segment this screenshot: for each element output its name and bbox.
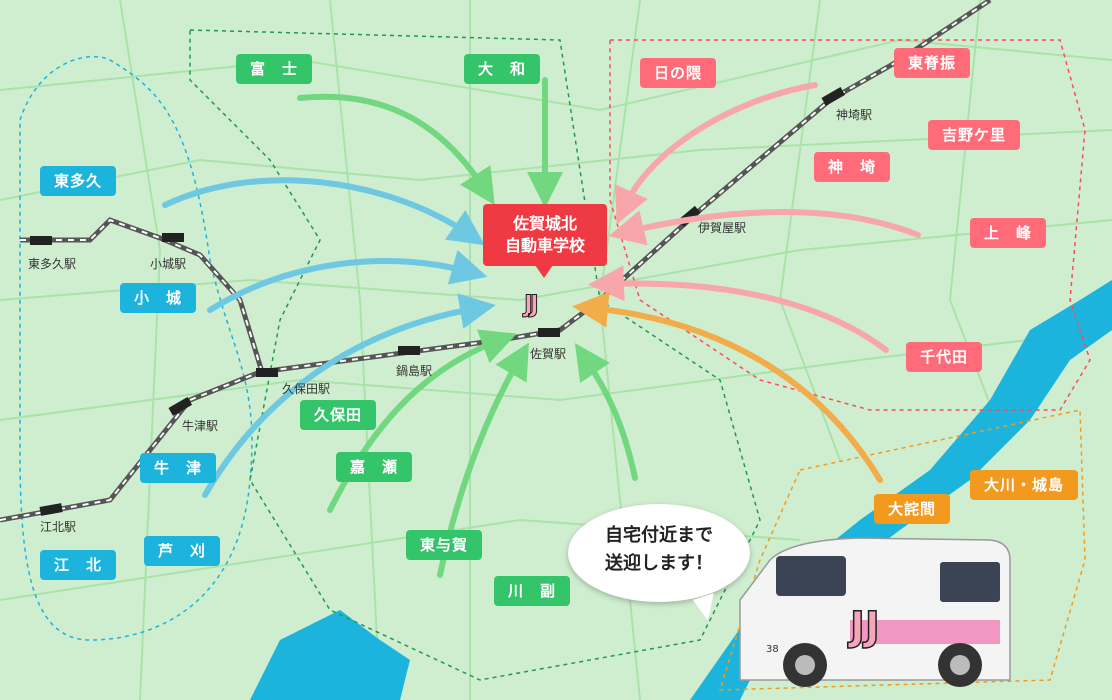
station-marker	[256, 368, 278, 377]
station-marker	[398, 346, 420, 355]
bubble-line2: 送迎します！	[605, 553, 713, 574]
area-label-yamato: 大 和	[464, 54, 541, 84]
station-label: 小城駅	[150, 257, 187, 271]
area-label-kanzaki: 神 埼	[814, 152, 891, 182]
station-marker	[30, 236, 52, 245]
station-label: 神埼駅	[836, 108, 873, 122]
station-marker	[168, 397, 193, 416]
area-label-fuji: 富 士	[236, 54, 313, 84]
station-label: 東多久駅	[28, 257, 77, 271]
area-label-chiyoda: 千代田	[906, 342, 983, 372]
school-callout: 佐賀城北 自動車学校	[483, 204, 607, 278]
river-mouth	[250, 610, 410, 700]
arrow-ogi	[207, 249, 488, 313]
station-label: 牛津駅	[182, 419, 219, 433]
area-label-kawasoe: 川 副	[494, 576, 571, 606]
svg-text:JJ: JJ	[847, 604, 880, 650]
area-label-yoshinogari: 吉野ケ里	[928, 120, 1021, 150]
pickup-speech-bubble: 自宅付近まで 送迎します！	[568, 504, 750, 602]
arrow-kawasoe	[574, 343, 638, 481]
area-label-higashisefuri: 東脊振	[894, 48, 971, 78]
area-label-hinokuma: 日の隈	[640, 58, 717, 88]
orange-area-outline	[718, 409, 1086, 691]
blue-area-outline	[19, 55, 253, 641]
arrow-kamimine	[608, 209, 921, 246]
school-logo: JJ	[524, 290, 540, 319]
station-marker	[538, 328, 560, 337]
area-label-ashikari: 芦 刈	[144, 536, 221, 566]
arrow-fuji	[297, 93, 495, 206]
shuttle-van: JJ 38	[739, 537, 1011, 687]
van-number: 38	[766, 644, 779, 655]
area-label-higashitaku: 東多久	[40, 166, 117, 196]
area-label-higashiyoka: 東与賀	[406, 530, 483, 560]
red-area-outline	[609, 39, 1091, 411]
arrow-ookawa	[572, 291, 883, 483]
school-name-line1: 佐賀城北	[512, 214, 577, 233]
bubble-line1: 自宅付近まで	[605, 525, 713, 546]
station-label: 佐賀駅	[530, 347, 567, 361]
station-marker	[39, 503, 63, 516]
area-label-ogi: 小 城	[120, 283, 197, 313]
area-label-ushizu: 牛 津	[140, 453, 217, 483]
station-marker	[821, 87, 846, 106]
area-label-ookawa-jojima: 大川・城島	[970, 470, 1079, 500]
area-label-kamimine: 上 峰	[970, 218, 1047, 248]
arrow-hinokuma	[614, 82, 818, 225]
station-label: 久保田駅	[282, 382, 331, 396]
station-label: 鍋島駅	[396, 364, 433, 378]
station-marker	[162, 233, 184, 242]
school-name-line2: 自動車学校	[504, 236, 585, 255]
station-label: 伊賀屋駅	[698, 221, 747, 235]
area-label-kubota: 久保田	[300, 400, 377, 430]
arrow-higashitaku	[162, 177, 485, 246]
station-label: 江北駅	[40, 520, 77, 534]
area-label-ootakuma: 大詫間	[874, 494, 951, 524]
arrow-ushizu	[202, 293, 496, 498]
arrow-chiyoda	[588, 265, 889, 353]
area-label-kouhoku: 江 北	[40, 550, 117, 580]
area-label-kase: 嘉 瀬	[336, 452, 413, 482]
